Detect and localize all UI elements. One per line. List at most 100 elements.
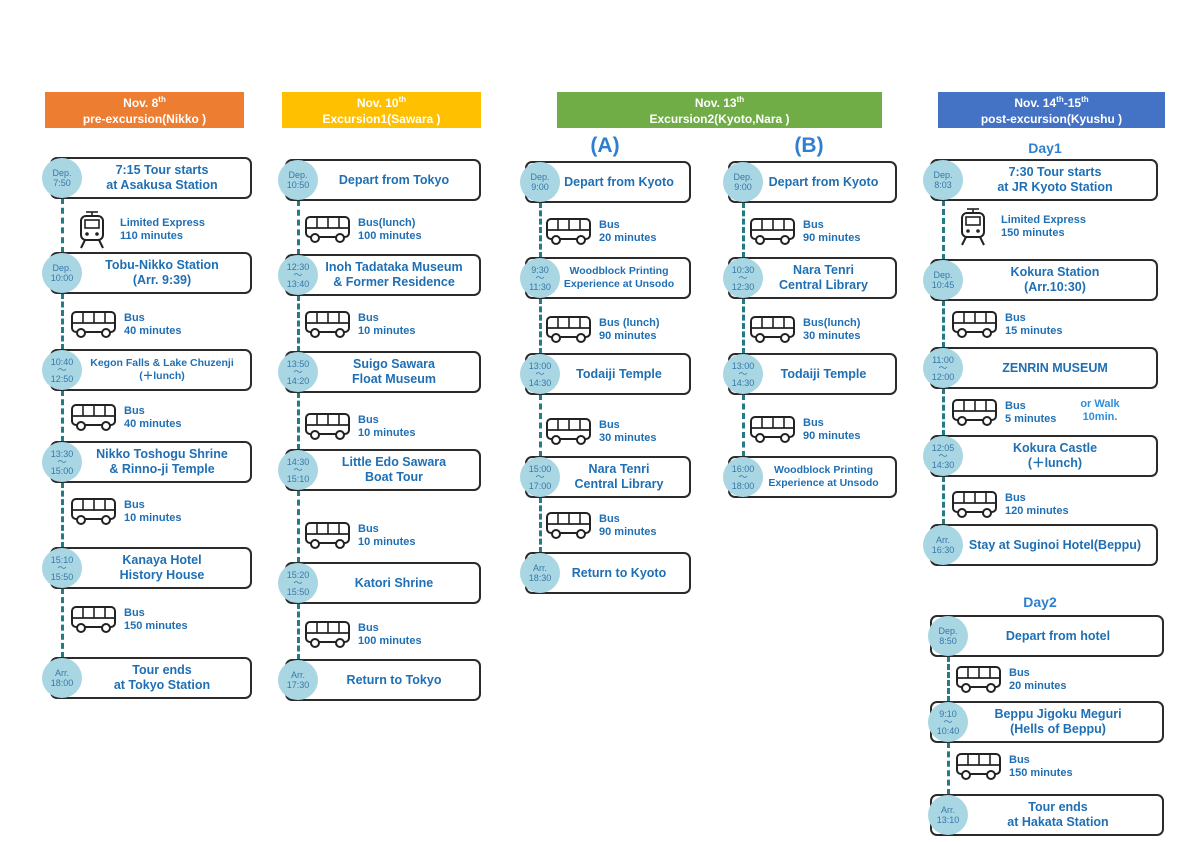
bus-icon (304, 215, 352, 245)
time-sep: 〜 (57, 456, 67, 467)
connector-kyushu-day1 (942, 200, 945, 260)
time-end: 7:50 (53, 178, 71, 188)
bus-icon (304, 310, 352, 340)
transport-kyoto-b: Bus(lunch)30 minutes (749, 315, 860, 345)
time-start: Dep. (288, 170, 308, 180)
transport-duration: 100 minutes (358, 230, 422, 242)
time-start: Dep. (52, 263, 72, 273)
time-end: 15:50 (50, 571, 74, 582)
stop-detail: at Hakata Station (1007, 815, 1109, 829)
transport-mode: Bus (1005, 492, 1026, 504)
header-kyushu: Nov. 14th-15th post-excursion(Kyushu ) (938, 92, 1165, 128)
stop-name: Nikko Toshogu Shrine (96, 447, 228, 461)
transport-duration: 150 minutes (1009, 767, 1073, 779)
time-end: 12:30 (731, 281, 755, 292)
time-sep: 〜 (57, 562, 67, 573)
transport-mode: Bus(lunch) (803, 317, 861, 329)
time-sep: 〜 (938, 450, 948, 461)
stop-name: Kokura Castle (1012, 441, 1098, 455)
time-start: 16:00 (731, 463, 755, 474)
transport-duration: 100 minutes (358, 635, 422, 647)
time-badge: Arr.18:30 (520, 553, 560, 593)
time-start: 11:00 (932, 354, 954, 365)
time-end: 18:30 (528, 573, 552, 583)
time-badge: 15:10〜15:50 (42, 548, 82, 588)
time-sep: 〜 (738, 471, 748, 482)
time-sep: 〜 (535, 272, 545, 283)
transport-mode: Bus (358, 523, 379, 535)
transport-mode: Bus (1009, 754, 1030, 766)
bus-icon (70, 310, 118, 340)
transport-duration: 20 minutes (599, 232, 657, 244)
time-start: 15:20 (286, 569, 310, 580)
bus-icon (955, 665, 1003, 695)
time-end: 15:10 (286, 473, 310, 484)
time-start: 13:30 (50, 448, 74, 459)
connector-kyushu-day2 (947, 742, 950, 795)
stop-name: 7:15 Tour starts (115, 163, 209, 177)
transport-mode: Bus (358, 414, 379, 426)
connector-kyoto-b (742, 298, 745, 354)
transport-duration: 90 minutes (803, 430, 861, 442)
transport-duration: 40 minutes (124, 418, 182, 430)
walk-note: or Walk 10min. (1068, 398, 1132, 424)
time-badge: Arr.13:10 (928, 795, 968, 835)
transport-duration: 10 minutes (358, 427, 416, 439)
transport-duration: 30 minutes (599, 432, 657, 444)
time-start: Arr. (935, 535, 950, 545)
time-badge: Dep.7:50 (42, 158, 82, 198)
stop-detail: Central Library (779, 278, 868, 292)
header-kyoto: Nov. 13th Excursion2(Kyoto,Nara ) (557, 92, 882, 128)
time-start: Dep. (530, 172, 550, 182)
time-badge: Dep.9:00 (723, 162, 763, 202)
time-start: 14:30 (286, 456, 310, 467)
transport-duration: 150 minutes (124, 620, 188, 632)
walk-note-line2: 10min. (1082, 411, 1118, 423)
stop-box-kyushu-day1: ZENRIN MUSEUM (930, 347, 1158, 389)
header-kyoto-title: Excursion2(Kyoto,Nara ) (649, 112, 790, 126)
transport-mode: Bus (lunch) (599, 317, 660, 329)
connector-kyoto-b (742, 394, 745, 457)
stop-name: Todaiji Temple (780, 366, 867, 381)
stop-name: Stay at Suginoi Hotel(Beppu) (968, 537, 1142, 552)
stop-name: Depart from Kyoto (564, 174, 674, 189)
transport-mode: Limited Express (120, 217, 205, 229)
stop-detail: & Rinno-ji Temple (109, 462, 215, 476)
stop-name: Kokura Station (1010, 265, 1100, 279)
time-start: 10:40 (50, 356, 74, 367)
time-end: 15:50 (286, 586, 310, 597)
bus-icon (951, 398, 999, 428)
bus-icon (955, 752, 1003, 782)
time-start: 15:00 (528, 463, 552, 474)
time-sep: 〜 (943, 716, 953, 727)
transport-mode: Bus (803, 417, 824, 429)
time-badge: 15:00〜17:00 (520, 457, 560, 497)
train-icon (78, 210, 106, 250)
stop-name: Depart from Tokyo (338, 172, 450, 187)
connector-sawara (297, 295, 300, 352)
connector-kyoto-a (539, 202, 542, 258)
time-end: 10:50 (286, 180, 310, 190)
stop-name: Tobu-Nikko Station (105, 258, 219, 272)
connector-kyushu-day1 (942, 300, 945, 348)
bus-icon (70, 497, 118, 527)
stop-name: Kegon Falls & Lake Chuzenji (90, 357, 234, 369)
time-sep: 〜 (57, 364, 67, 375)
transport-mode: Bus (803, 219, 824, 231)
stop-box-kyushu-day1: Kokura Castle(＋lunch) (930, 435, 1158, 477)
stop-name: Woodblock Printing (774, 464, 873, 476)
stop-box-kyushu-day2: Depart from hotel (930, 615, 1164, 657)
connector-sawara (297, 603, 300, 660)
